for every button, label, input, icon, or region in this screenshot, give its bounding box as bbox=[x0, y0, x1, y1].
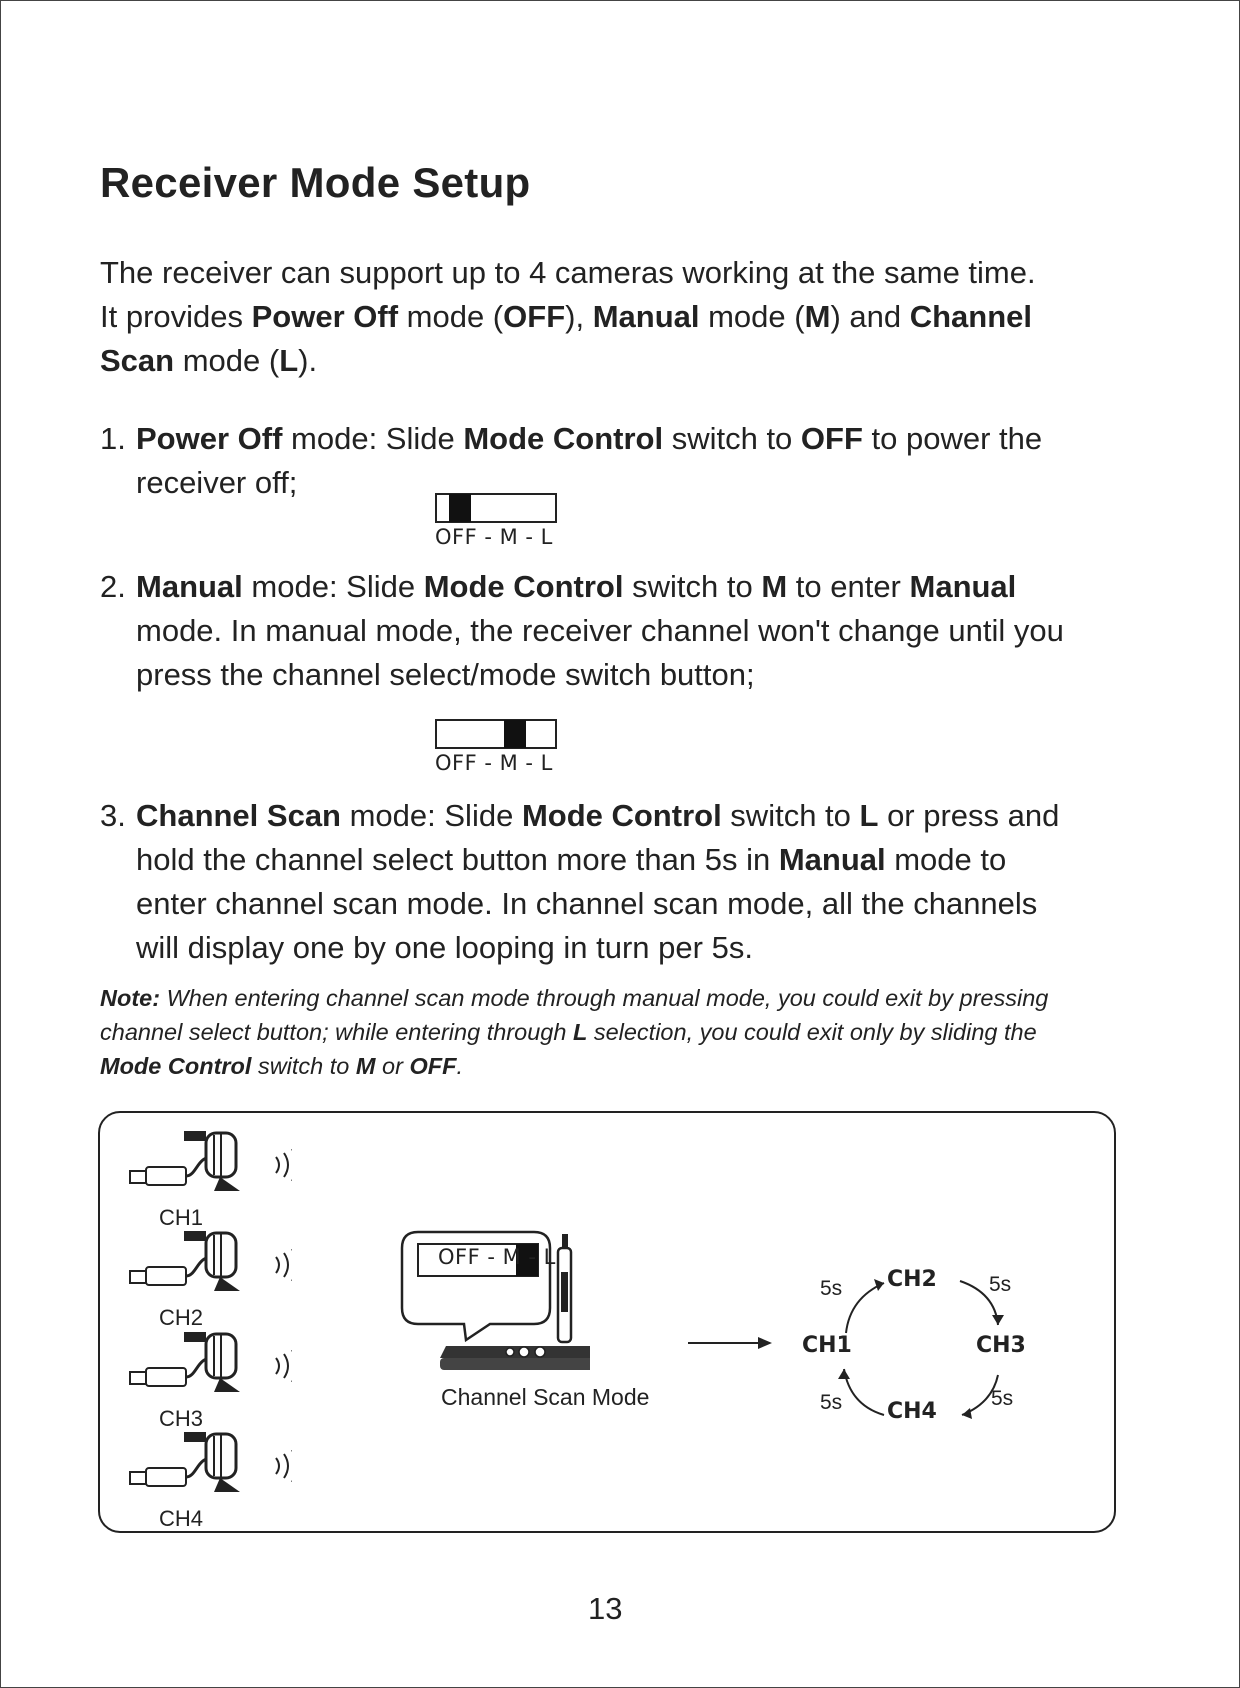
step-number: 1. bbox=[100, 421, 126, 456]
term: Manual bbox=[136, 569, 243, 604]
text-run: mode: Slide bbox=[242, 569, 424, 604]
text-run: mode to bbox=[885, 842, 1007, 877]
cycle-arrow-icon bbox=[838, 1279, 1004, 1419]
term: M bbox=[761, 569, 788, 604]
camera-ch4: CH4 bbox=[122, 1426, 298, 1531]
camera-icon bbox=[129, 1231, 298, 1291]
step-1: 1. Power Off mode: Slide Mode Control swi… bbox=[100, 417, 1160, 505]
term: M bbox=[355, 1053, 376, 1079]
text-run: mode: Slide bbox=[282, 421, 464, 456]
camera-icon bbox=[129, 1432, 298, 1492]
switch-icon bbox=[435, 493, 557, 523]
arrow-right-icon bbox=[688, 1337, 772, 1349]
interval-label: 5s bbox=[820, 1277, 843, 1300]
text-run: switch to bbox=[251, 1053, 356, 1079]
text-run: It provides bbox=[100, 299, 252, 334]
intro-line-3: Scan mode (L). bbox=[100, 339, 1160, 383]
term: Channel Scan bbox=[136, 798, 341, 833]
interval-label: 5s bbox=[991, 1387, 1014, 1410]
intro-line-1: The receiver can support up to 4 cameras… bbox=[100, 255, 1036, 290]
text-run: switch to bbox=[721, 798, 860, 833]
camera-ch2: CH2 bbox=[122, 1225, 298, 1330]
text-run: ) and bbox=[830, 299, 910, 334]
step-3: 3.Channel Scan mode: Slide Mode Control … bbox=[100, 794, 1160, 970]
camera-label: CH1 bbox=[159, 1205, 204, 1230]
term: OFF bbox=[409, 1053, 457, 1079]
text-run: ), bbox=[565, 299, 593, 334]
term-scan: Scan bbox=[100, 343, 175, 378]
term-m: M bbox=[804, 299, 831, 334]
term: L bbox=[572, 1019, 588, 1045]
term-channel: Channel bbox=[909, 299, 1033, 334]
step-2: 2. Manual mode: Slide Mode Control switch… bbox=[100, 565, 1160, 697]
camera-ch1: CH1 bbox=[122, 1125, 298, 1230]
step-text: receiver off; bbox=[136, 465, 298, 500]
text-run: mode ( bbox=[398, 299, 504, 334]
interval-label: 5s bbox=[989, 1273, 1012, 1296]
camera-icon bbox=[129, 1332, 298, 1392]
cycle-ch3: CH3 bbox=[976, 1333, 1026, 1358]
scan-mode-label: Channel Scan Mode bbox=[441, 1384, 650, 1410]
note-label: Note: bbox=[100, 985, 161, 1011]
receiver-icon bbox=[400, 1230, 590, 1370]
intro-line-2: It provides Power Off mode (OFF), Manual… bbox=[100, 295, 1160, 339]
term: Mode Control bbox=[100, 1053, 252, 1079]
switch-icon bbox=[435, 719, 557, 749]
mode-switch-off: OFF - M - L bbox=[435, 493, 559, 549]
page-number: 13 bbox=[588, 1591, 623, 1626]
text-run: mode ( bbox=[699, 299, 805, 334]
term: L bbox=[859, 798, 879, 833]
text-run: When entering channel scan mode through … bbox=[160, 985, 1049, 1011]
camera-label: CH2 bbox=[159, 1305, 204, 1330]
term-manual: Manual bbox=[592, 299, 700, 334]
text-run: hold the channel select button more than… bbox=[136, 842, 779, 877]
term: Manual bbox=[778, 842, 886, 877]
cycle-ch2: CH2 bbox=[887, 1267, 937, 1292]
text-run: to power the bbox=[862, 421, 1043, 456]
term-power-off: Power Off bbox=[251, 299, 399, 334]
camera-label: CH3 bbox=[159, 1406, 204, 1431]
term: Mode Control bbox=[463, 421, 664, 456]
camera-icon bbox=[129, 1131, 298, 1191]
step-number: 2. bbox=[100, 569, 126, 604]
text-run: or press and bbox=[878, 798, 1060, 833]
switch-label: OFF - M - L bbox=[435, 525, 553, 549]
term: Mode Control bbox=[423, 569, 624, 604]
cycle-ch1: CH1 bbox=[802, 1333, 852, 1358]
mode-switch-m: OFF - M - L bbox=[435, 719, 559, 775]
term: Manual bbox=[909, 569, 1017, 604]
step-number: 3. bbox=[100, 798, 126, 833]
text-run: switch to bbox=[623, 569, 762, 604]
camera-label: CH4 bbox=[159, 1506, 204, 1531]
term-off: OFF bbox=[503, 299, 566, 334]
text-run: ). bbox=[298, 343, 318, 378]
term: OFF bbox=[800, 421, 863, 456]
channel-scan-diagram: CH1 CH2 bbox=[98, 1111, 1116, 1533]
camera-ch3: CH3 bbox=[122, 1326, 298, 1431]
step-text: enter channel scan mode. In channel scan… bbox=[136, 886, 1038, 921]
note-paragraph: Note: When entering channel scan mode th… bbox=[100, 981, 1160, 1083]
text-run: mode ( bbox=[174, 343, 280, 378]
step-text: mode. In manual mode, the receiver chann… bbox=[136, 613, 1064, 648]
term: Mode Control bbox=[521, 798, 722, 833]
text-run: to enter bbox=[787, 569, 910, 604]
interval-label: 5s bbox=[820, 1391, 843, 1414]
step-text: press the channel select/mode switch but… bbox=[136, 657, 755, 692]
text-run: . bbox=[456, 1053, 463, 1079]
term-l: L bbox=[279, 343, 299, 378]
switch-label: OFF - M - L bbox=[435, 751, 553, 775]
step-text: will display one by one looping in turn … bbox=[136, 930, 753, 965]
text-run: mode: Slide bbox=[341, 798, 522, 833]
text-run: switch to bbox=[663, 421, 801, 456]
text-run: or bbox=[375, 1053, 410, 1079]
page-title: Receiver Mode Setup bbox=[100, 159, 531, 206]
scan-switch-label: OFF - M - L bbox=[438, 1245, 556, 1269]
intro-paragraph: The receiver can support up to 4 cameras… bbox=[100, 251, 1160, 383]
text-run: selection, you could exit only by slidin… bbox=[587, 1019, 1037, 1045]
term: Power Off bbox=[136, 421, 283, 456]
text-run: channel select button; while entering th… bbox=[100, 1019, 573, 1045]
cycle-ch4: CH4 bbox=[887, 1399, 937, 1424]
